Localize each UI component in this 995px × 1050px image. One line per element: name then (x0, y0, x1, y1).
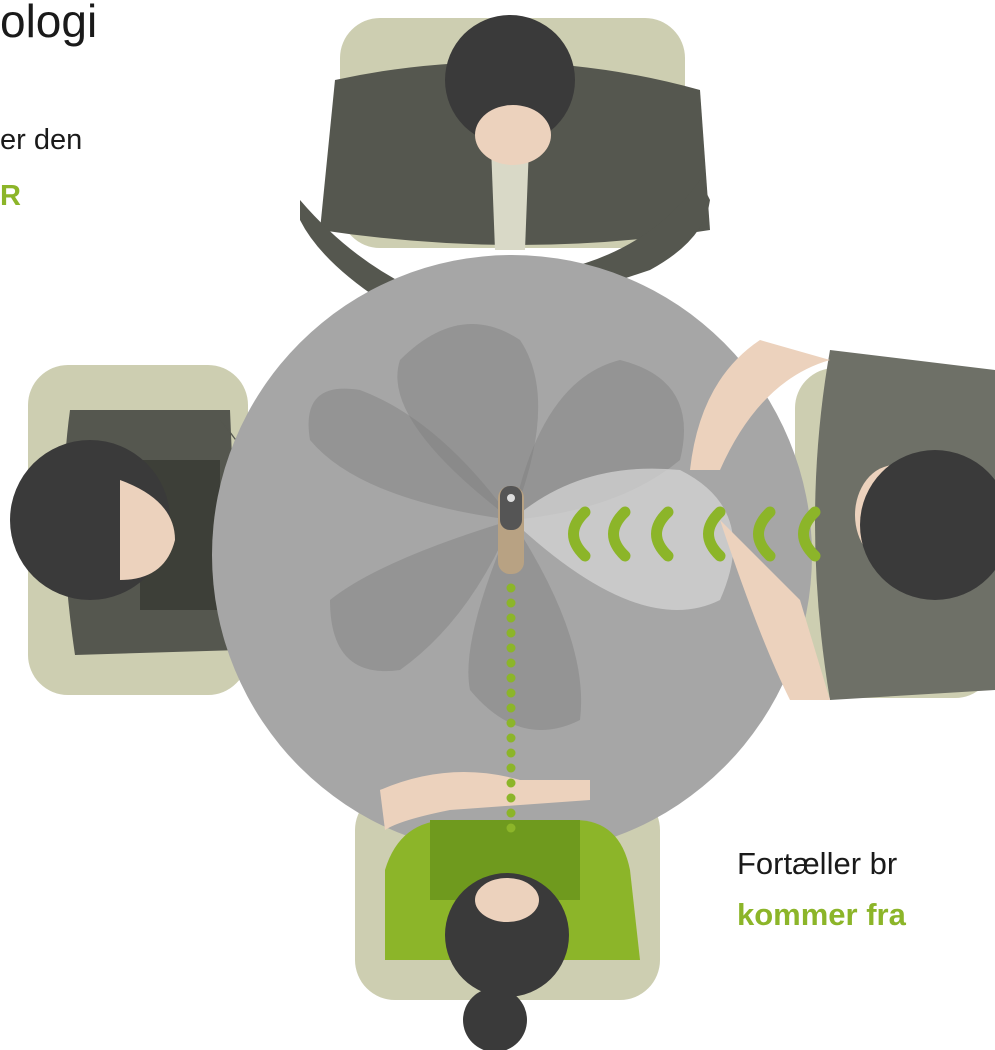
focus-beam (512, 468, 734, 610)
microphone-device-icon (498, 486, 524, 574)
person-bottom-icon (380, 772, 640, 1050)
direction-dotted-line (506, 583, 516, 833)
sound-wave-icon (568, 506, 821, 562)
person-right-icon (690, 340, 995, 700)
right-caption-line2: kommer fra (737, 897, 906, 932)
slide-title: ologi (0, 0, 98, 47)
right-caption-line1: Fortæller br (737, 846, 898, 881)
left-caption-line1: er den (0, 124, 83, 156)
left-caption-line2: R (0, 180, 21, 212)
